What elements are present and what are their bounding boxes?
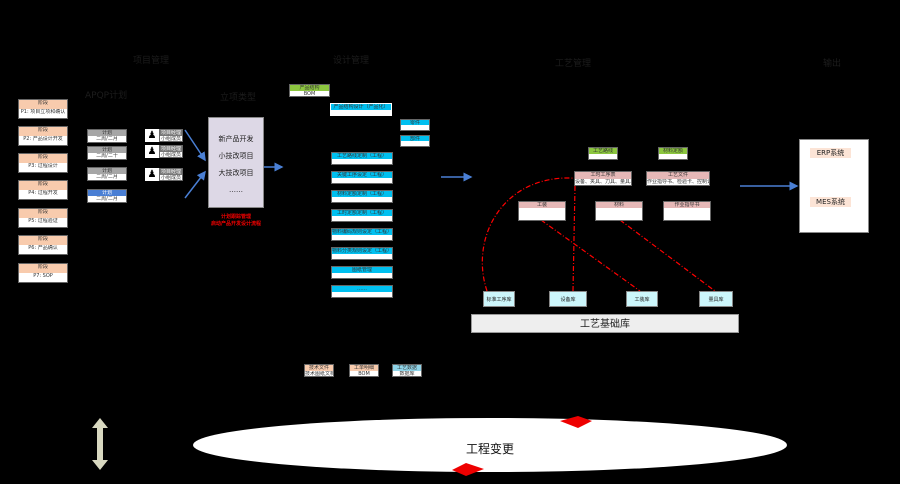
section-title-output: 输出 xyxy=(823,59,842,69)
design-task-card[interactable]: 图纸管理 xyxy=(331,266,393,279)
person-icon: ♟ xyxy=(145,129,159,142)
material-card[interactable]: 材料 xyxy=(595,201,643,221)
project-type-box: 新产品开发 小技改项目 大技改项目 …… xyxy=(208,117,264,208)
part-card[interactable]: 零件 xyxy=(400,119,430,131)
design-task-card[interactable]: 关键工序设定（工程） xyxy=(331,171,393,184)
tooling-card[interactable]: 工装 xyxy=(518,201,566,221)
process-route-card[interactable]: 工艺路线 xyxy=(588,147,618,160)
tracking-note: 计划跟踪管理启动产品开发设计流程 xyxy=(200,214,272,228)
design-task-card[interactable]: 物料编码规则设定（工程） xyxy=(331,228,393,241)
legend-tech-doc: 技术文件技术图纸文档 xyxy=(304,364,334,377)
standard-operation-library[interactable]: 标准工序库 xyxy=(483,291,515,307)
plan-card[interactable]: 计划二周/二十 xyxy=(87,146,127,160)
red-arrow-icon xyxy=(452,463,484,476)
structure-design-card[interactable]: 产品结构设计（产品化） xyxy=(330,103,392,116)
person-icon: ♟ xyxy=(145,145,159,158)
section-title-design: 设计管理 xyxy=(333,56,370,66)
team-card[interactable]: 项目经理小组成员 xyxy=(159,129,183,142)
design-task-card[interactable]: 工时定额定制（工程） xyxy=(331,209,393,222)
double-arrow-icon xyxy=(92,418,108,470)
legend-process-data: 工艺数据数据库 xyxy=(392,364,422,377)
design-task-card[interactable]: 材料定额定制（工程） xyxy=(331,190,393,203)
tracking-line: 启动产品开发设计流程 xyxy=(210,221,261,227)
section-title-project: 项目管理 xyxy=(133,56,170,66)
engineering-change-ellipse xyxy=(193,418,787,472)
red-arrow-icon xyxy=(560,416,592,428)
project-type[interactable]: …… xyxy=(229,186,243,194)
section-title-type: 立项类型 xyxy=(220,93,257,103)
tracking-line: 计划跟踪管理 xyxy=(220,214,251,220)
erp-system[interactable]: ERP系统 xyxy=(810,148,851,158)
team-card[interactable]: 项目经理小组成员 xyxy=(159,145,183,158)
person-icon: ♟ xyxy=(145,168,159,181)
process-doc-card[interactable]: 工艺文件作业指导书、检验卡、控制计划…… xyxy=(646,171,710,186)
gauge-library[interactable]: 量具库 xyxy=(699,291,733,307)
operation-table-card[interactable]: 工时工序表设备、夹具、刀具、量具…… xyxy=(574,171,632,186)
mes-system[interactable]: MES系统 xyxy=(810,197,851,207)
equipment-library[interactable]: 设备库 xyxy=(549,291,587,307)
project-type[interactable]: 大技改项目 xyxy=(218,169,254,177)
engineering-change-label[interactable]: 工程变更 xyxy=(465,442,514,456)
design-task-card[interactable]: 物料分类规则设定（工程） xyxy=(331,247,393,260)
project-type[interactable]: 小技改项目 xyxy=(218,152,254,160)
material-quota-card[interactable]: 材料定额 xyxy=(658,147,688,160)
section-title-process: 工艺管理 xyxy=(555,59,592,69)
red-dashed-links xyxy=(481,177,716,292)
plan-card[interactable]: 计划二周/二月 xyxy=(87,167,127,181)
plan-card[interactable]: 计划二周/二月 xyxy=(87,189,127,203)
team-card[interactable]: 项目经理小组成员 xyxy=(159,168,183,181)
section-title-apqp: APQP计划 xyxy=(85,91,128,101)
component-card[interactable]: 部件 xyxy=(400,135,430,147)
design-task-card[interactable]: …… xyxy=(331,285,393,298)
plan-card[interactable]: 计划二周/二月 xyxy=(87,129,127,143)
arrow-people-to-types xyxy=(184,129,206,162)
project-type[interactable]: 新产品开发 xyxy=(218,135,254,143)
tooling-library[interactable]: 工装库 xyxy=(626,291,658,307)
arrow-people-to-types-2 xyxy=(184,170,206,199)
process-base-library[interactable]: 工艺基础库 xyxy=(471,314,739,333)
design-task-card[interactable]: 工艺路线定制（工程） xyxy=(331,152,393,165)
work-instruction-card[interactable]: 作业指导书 xyxy=(663,201,711,221)
